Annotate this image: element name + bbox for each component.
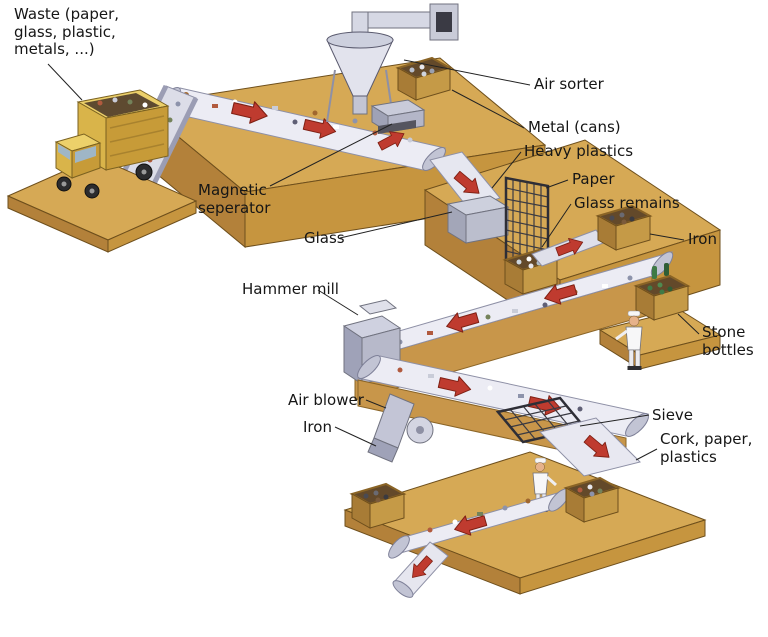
leader-line-glass-remains <box>541 203 572 248</box>
leader-line-iron-top <box>649 233 685 241</box>
glass-separator-box <box>446 195 510 244</box>
label-metal-cans: Metal (cans) <box>528 118 621 136</box>
leader-line-glass <box>339 211 453 239</box>
truck-platform <box>6 156 198 253</box>
leader-line-sieve <box>579 414 650 427</box>
label-glass-remains: Glass remains <box>574 194 680 212</box>
leader-lines <box>47 59 700 461</box>
label-magnetic-separator: Magnetic seperator <box>198 181 271 217</box>
label-air-blower: Air blower <box>288 391 364 409</box>
leader-line-stone-bottles <box>677 313 700 335</box>
stone-bottles-crate <box>633 263 691 321</box>
leader-line-air-blower <box>365 399 387 409</box>
label-paper: Paper <box>572 170 615 188</box>
leader-line-waste <box>47 63 83 101</box>
truck-windshield <box>58 144 70 160</box>
worker-figure-1 <box>615 310 643 370</box>
leader-line-metal-cans <box>451 89 525 129</box>
mixed-output-crate <box>563 476 621 523</box>
leader-line-iron-bottom <box>334 426 377 447</box>
leader-line-hammer-mill <box>317 289 359 316</box>
label-cork-paper-plastics: Cork, paper, plastics <box>660 430 753 466</box>
exhaust-duct <box>361 11 433 29</box>
cork-chute <box>539 417 641 477</box>
magnetic-separator-unit <box>370 99 426 155</box>
waste-debris <box>427 498 531 533</box>
transfer-chute <box>429 151 501 209</box>
label-glass: Glass <box>304 229 345 247</box>
label-heavy-plastics: Heavy plastics <box>524 142 634 160</box>
leader-line-air-sorter <box>403 59 531 86</box>
air-blower-unit <box>367 393 434 463</box>
label-iron-bottom: Iron <box>303 418 332 436</box>
leader-line-heavy-plastics <box>491 151 522 189</box>
leader-line-magnetic-separator <box>269 123 393 187</box>
label-waste: Waste (paper, glass, plastic, metals, ..… <box>14 5 120 59</box>
iron-crate-upper <box>595 204 653 251</box>
leader-line-cork <box>635 448 658 461</box>
label-stone-bottles: Stone bottles <box>702 323 754 359</box>
label-iron-top: Iron <box>688 230 717 248</box>
label-sieve: Sieve <box>652 406 694 424</box>
leader-line-paper <box>545 179 569 189</box>
garbage-truck <box>54 89 170 199</box>
metal-cans-crate <box>395 56 453 101</box>
label-hammer-mill: Hammer mill <box>242 280 339 298</box>
output-stub-conveyor <box>392 541 449 598</box>
bottom-platform <box>343 451 707 595</box>
label-air-sorter: Air sorter <box>534 75 604 93</box>
iron-crate-lower <box>349 482 407 529</box>
air-sorter-cyclone <box>326 3 459 125</box>
